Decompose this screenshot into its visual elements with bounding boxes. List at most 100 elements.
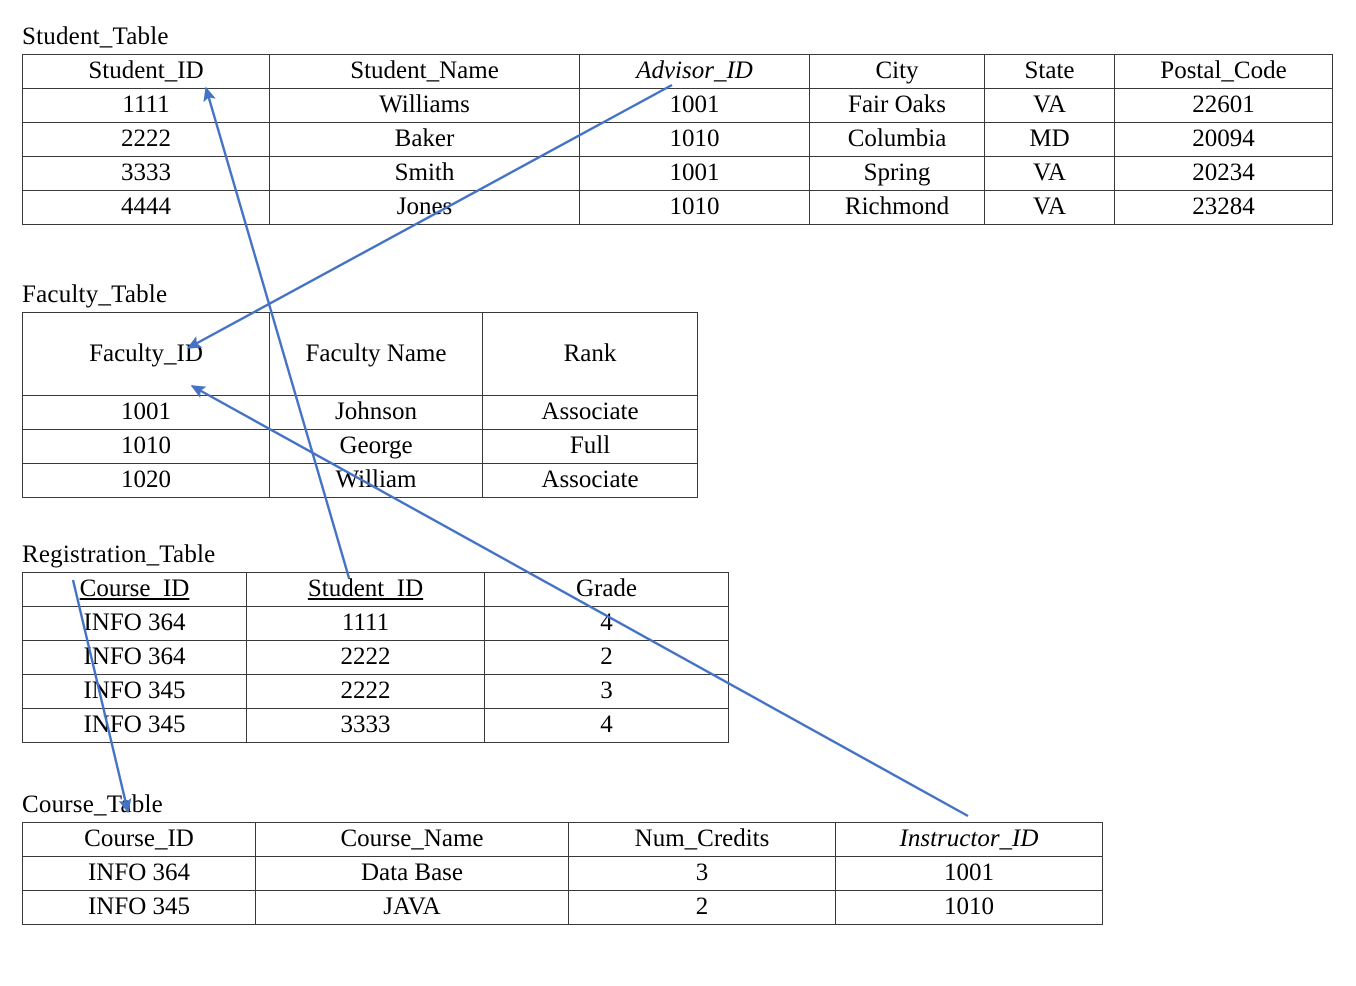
cell: INFO 345 (22, 890, 256, 925)
faculty-table-caption: Faculty_Table (22, 281, 168, 308)
cell: George (269, 429, 483, 464)
course-table-caption: Course_Table (22, 791, 163, 818)
course-table-col-course-name: Course_Name (255, 822, 569, 857)
cell: 3 (568, 856, 836, 891)
cell: 2222 (246, 674, 485, 709)
cell: 20094 (1114, 122, 1333, 157)
cell: Fair Oaks (809, 88, 985, 123)
registration-table-header-row: Course_ID Student_ID Grade (22, 572, 729, 607)
table-row: INFO 364 Data Base 3 1001 (22, 856, 1103, 891)
cell: 2222 (246, 640, 485, 675)
student-table-header-row: Student_ID Student_Name Advisor_ID City … (22, 54, 1333, 89)
student-table-col-student-id: Student_ID (22, 54, 270, 89)
cell: 3333 (246, 708, 485, 743)
cell: 1001 (835, 856, 1103, 891)
cell: Smith (269, 156, 580, 191)
cell: Jones (269, 190, 580, 225)
faculty-table-col-faculty-name: Faculty Name (269, 312, 483, 396)
cell: Associate (482, 395, 698, 430)
student-table-col-advisor-id: Advisor_ID (579, 54, 810, 89)
cell: 1010 (835, 890, 1103, 925)
cell: 2222 (22, 122, 270, 157)
table-row: 1020 William Associate (22, 463, 698, 498)
registration-table: Course_ID Student_ID Grade INFO 364 1111… (22, 572, 729, 743)
cell: 2 (484, 640, 729, 675)
cell: Data Base (255, 856, 569, 891)
cell: Columbia (809, 122, 985, 157)
cell: INFO 345 (22, 708, 247, 743)
cell: 1010 (579, 190, 810, 225)
course-table: Course_ID Course_Name Num_Credits Instru… (22, 822, 1103, 925)
cell: 1001 (579, 88, 810, 123)
cell: 20234 (1114, 156, 1333, 191)
cell: Williams (269, 88, 580, 123)
cell: 1020 (22, 463, 270, 498)
table-row: 4444 Jones 1010 Richmond VA 23284 (22, 190, 1333, 225)
faculty-table-body: 1001 Johnson Associate 1010 George Full … (22, 395, 698, 498)
table-row: 1010 George Full (22, 429, 698, 464)
table-row: INFO 364 1111 4 (22, 606, 729, 641)
course-table-block: Course_Table Course_ID Course_Name Num_C… (22, 790, 1103, 925)
cell: 4 (484, 606, 729, 641)
cell: 2 (568, 890, 836, 925)
cell: 3 (484, 674, 729, 709)
cell: INFO 364 (22, 606, 247, 641)
registration-table-caption: Registration_Table (22, 541, 216, 568)
cell: 1111 (246, 606, 485, 641)
cell: 22601 (1114, 88, 1333, 123)
cell: Baker (269, 122, 580, 157)
student-table-col-postal-code: Postal_Code (1114, 54, 1333, 89)
registration-table-block: Registration_Table Course_ID Student_ID … (22, 540, 729, 743)
cell: Associate (482, 463, 698, 498)
student-table-body: 1111 Williams 1001 Fair Oaks VA 22601 22… (22, 88, 1333, 225)
registration-table-col-grade: Grade (484, 572, 729, 607)
cell: INFO 364 (22, 640, 247, 675)
course-table-col-instructor-id: Instructor_ID (835, 822, 1103, 857)
cell: 1111 (22, 88, 270, 123)
table-row: INFO 345 JAVA 2 1010 (22, 890, 1103, 925)
student-table-col-state: State (984, 54, 1115, 89)
cell: 1001 (22, 395, 270, 430)
table-row: INFO 345 2222 3 (22, 674, 729, 709)
cell: INFO 364 (22, 856, 256, 891)
faculty-table-block: Faculty_Table Faculty_ID Faculty Name Ra… (22, 280, 698, 498)
registration-table-col-student-id: Student_ID (246, 572, 485, 607)
table-row: 2222 Baker 1010 Columbia MD 20094 (22, 122, 1333, 157)
cell: JAVA (255, 890, 569, 925)
cell: VA (984, 156, 1115, 191)
cell: William (269, 463, 483, 498)
cell: 1001 (579, 156, 810, 191)
cell: Spring (809, 156, 985, 191)
cell: 4444 (22, 190, 270, 225)
cell: VA (984, 190, 1115, 225)
cell: Full (482, 429, 698, 464)
student-table-col-city: City (809, 54, 985, 89)
faculty-table-col-rank: Rank (482, 312, 698, 396)
cell: 1010 (579, 122, 810, 157)
student-table-block: Student_Table Student_ID Student_Name Ad… (22, 22, 1333, 225)
cell: Johnson (269, 395, 483, 430)
cell: INFO 345 (22, 674, 247, 709)
faculty-table-col-faculty-id: Faculty_ID (22, 312, 270, 396)
table-row: 3333 Smith 1001 Spring VA 20234 (22, 156, 1333, 191)
faculty-table-header-row: Faculty_ID Faculty Name Rank (22, 312, 698, 396)
table-row: 1111 Williams 1001 Fair Oaks VA 22601 (22, 88, 1333, 123)
student-table-col-student-name: Student_Name (269, 54, 580, 89)
student-table: Student_ID Student_Name Advisor_ID City … (22, 54, 1333, 225)
registration-table-col-course-id: Course_ID (22, 572, 247, 607)
course-table-col-num-credits: Num_Credits (568, 822, 836, 857)
cell: Richmond (809, 190, 985, 225)
course-table-body: INFO 364 Data Base 3 1001 INFO 345 JAVA … (22, 856, 1103, 925)
cell: MD (984, 122, 1115, 157)
student-table-caption: Student_Table (22, 23, 169, 50)
course-table-col-course-id: Course_ID (22, 822, 256, 857)
faculty-table: Faculty_ID Faculty Name Rank 1001 Johnso… (22, 312, 698, 498)
cell: 1010 (22, 429, 270, 464)
cell: VA (984, 88, 1115, 123)
cell: 23284 (1114, 190, 1333, 225)
cell: 4 (484, 708, 729, 743)
course-table-header-row: Course_ID Course_Name Num_Credits Instru… (22, 822, 1103, 857)
table-row: INFO 364 2222 2 (22, 640, 729, 675)
table-row: 1001 Johnson Associate (22, 395, 698, 430)
cell: 3333 (22, 156, 270, 191)
